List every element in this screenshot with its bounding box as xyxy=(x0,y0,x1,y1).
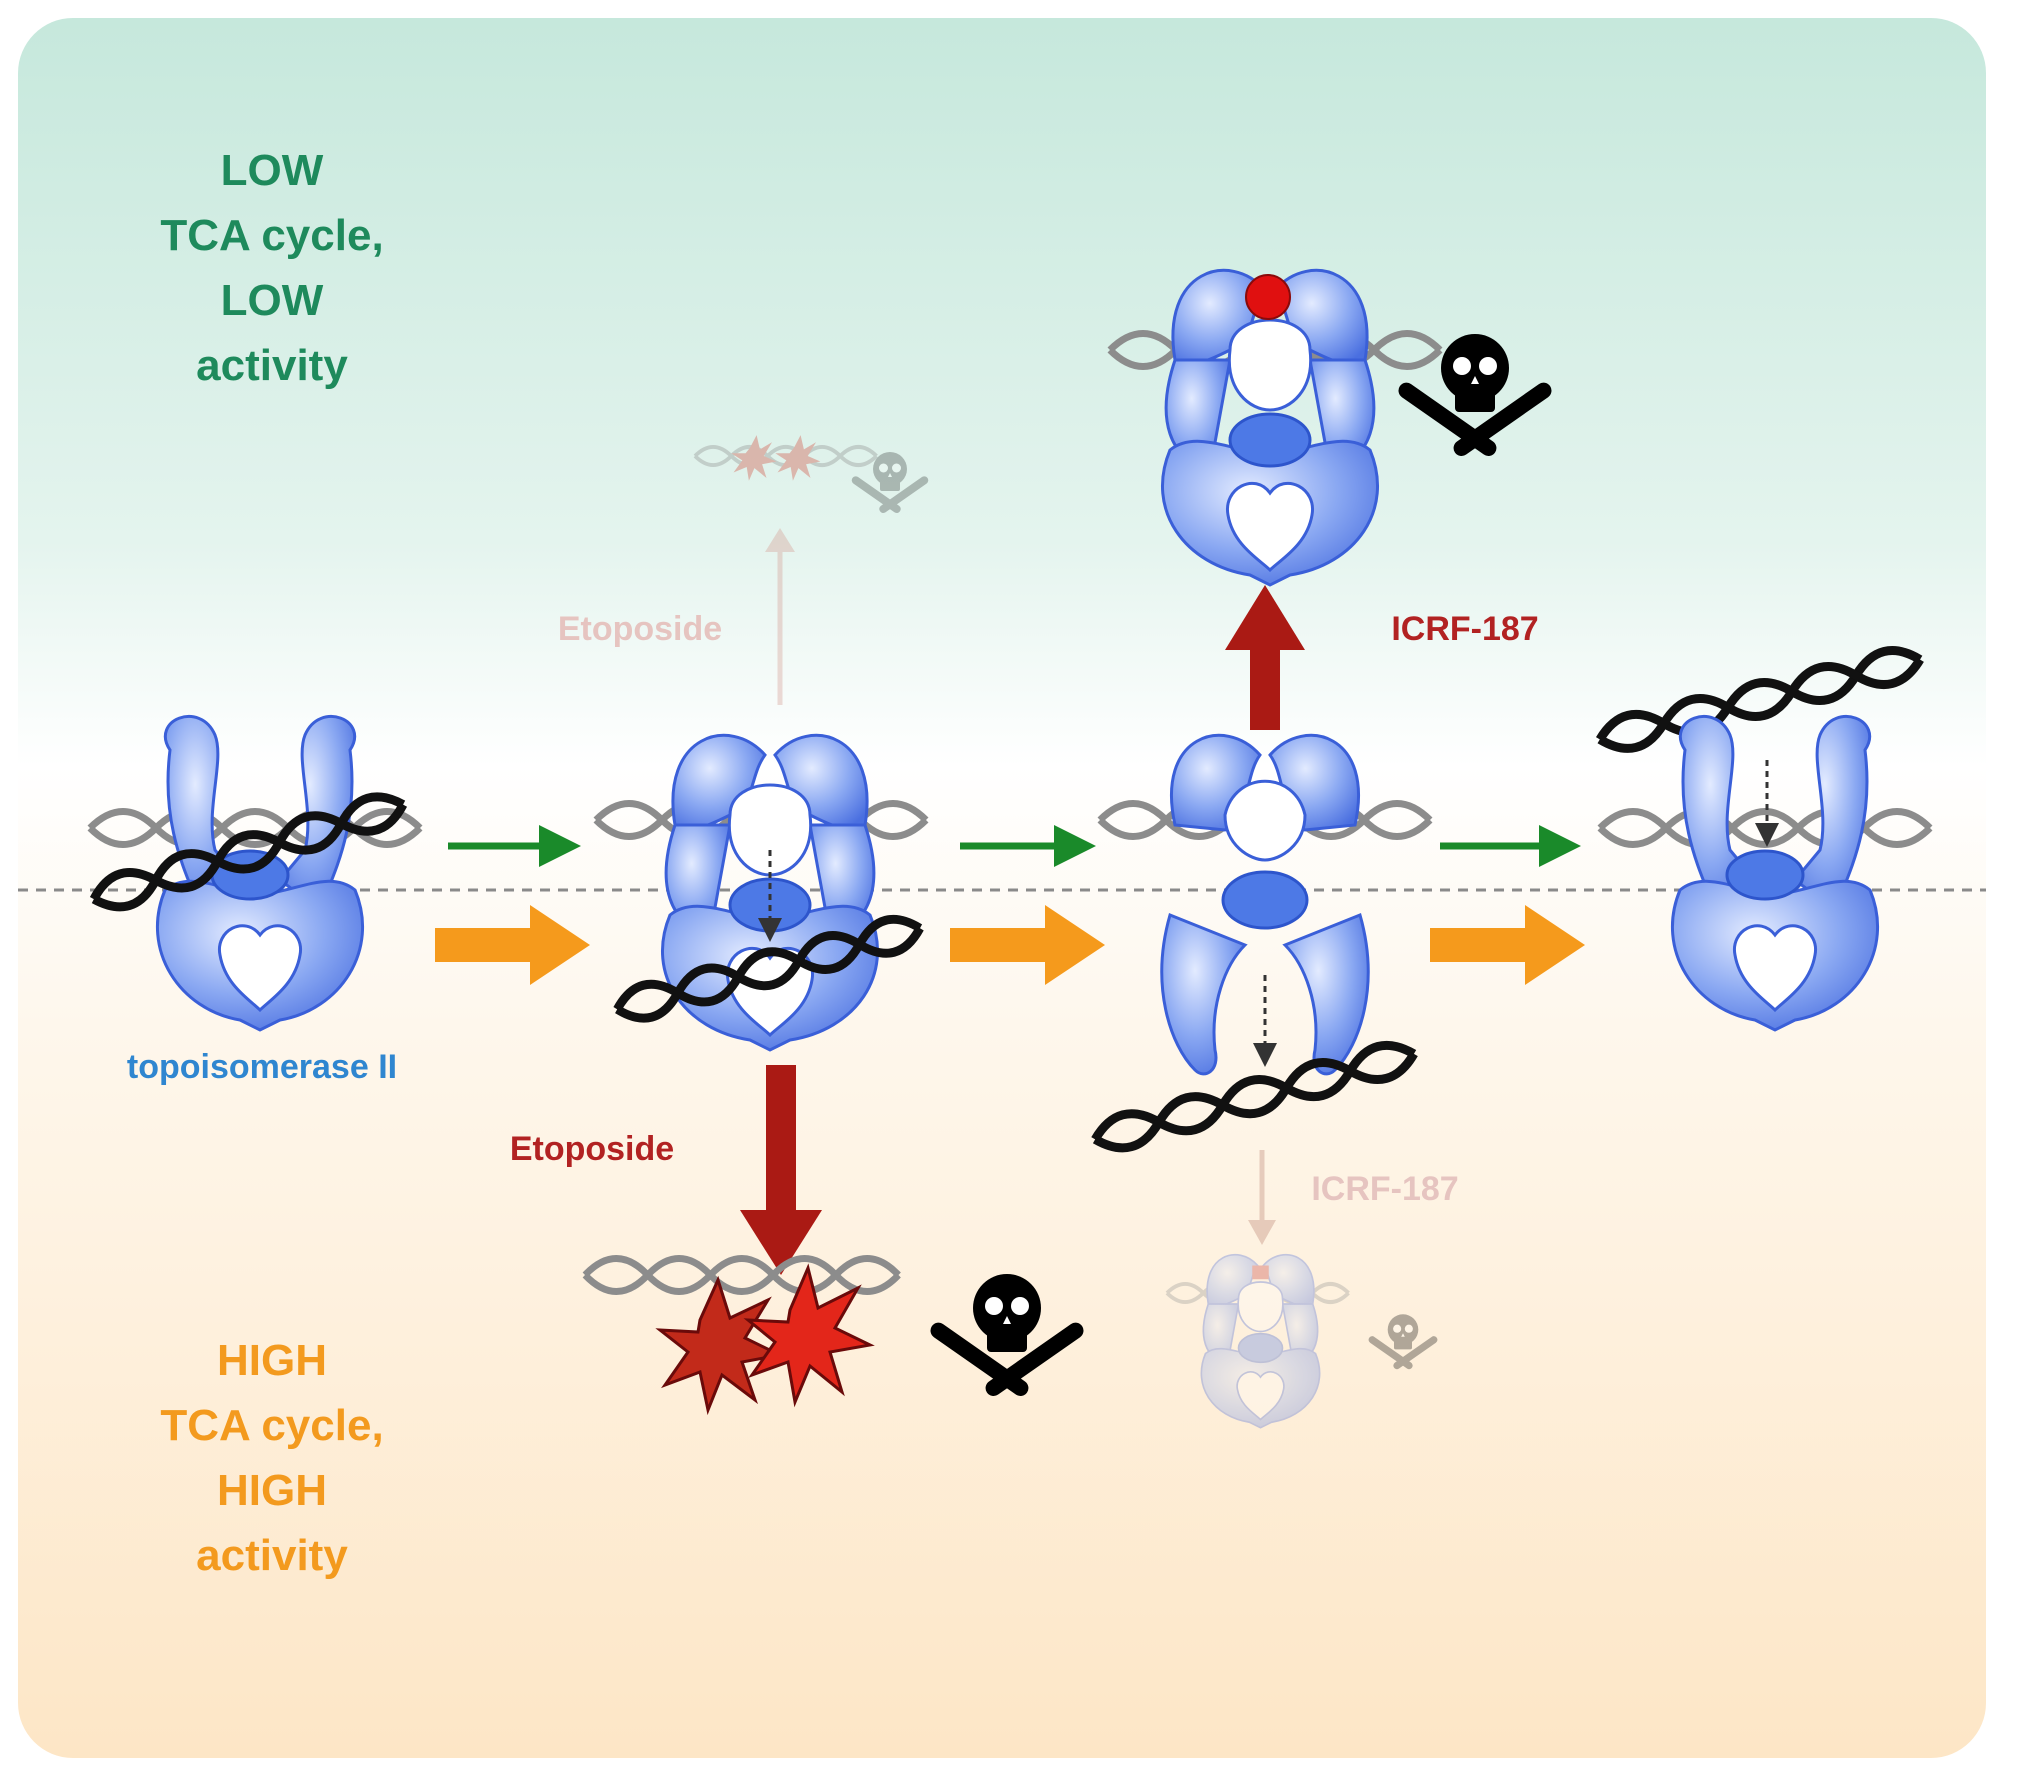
svg-text:HIGH: HIGH xyxy=(217,1336,327,1385)
topo-ii-stage-2 xyxy=(596,733,926,1052)
high-pathway-arrows xyxy=(435,905,1585,985)
icrf-path xyxy=(1110,268,1555,730)
icrf-top-label: ICRF-187 xyxy=(1391,610,1538,648)
svg-text:LOW: LOW xyxy=(221,146,324,195)
etoposide-top-label: Etoposide xyxy=(558,610,722,648)
low-activity-label: LOW TCA cycle, LOW activity xyxy=(160,146,383,390)
icrf-bottom-label: ICRF-187 xyxy=(1311,1170,1458,1208)
high-activity-label: HIGH TCA cycle, HIGH activity xyxy=(160,1336,383,1580)
faded-icrf-path xyxy=(1165,1150,1439,1429)
faded-etoposide-path xyxy=(693,435,930,705)
svg-text:TCA cycle,: TCA cycle, xyxy=(160,211,383,260)
etoposide-path xyxy=(585,1065,1087,1416)
icrf-bound-red-dot xyxy=(1245,274,1291,320)
svg-text:LOW: LOW xyxy=(221,276,324,325)
enzyme-label: topoisomerase II xyxy=(127,1048,397,1086)
etoposide-bottom-label: Etoposide xyxy=(510,1130,674,1168)
svg-text:activity: activity xyxy=(196,341,348,390)
topo-ii-stage-3 xyxy=(1091,733,1430,1155)
svg-text:activity: activity xyxy=(196,1531,348,1580)
dna-break-stars xyxy=(655,1263,875,1416)
svg-text:HIGH: HIGH xyxy=(217,1466,327,1515)
svg-text:TCA cycle,: TCA cycle, xyxy=(160,1401,383,1450)
topo-ii-stage-4 xyxy=(1596,644,1930,1032)
